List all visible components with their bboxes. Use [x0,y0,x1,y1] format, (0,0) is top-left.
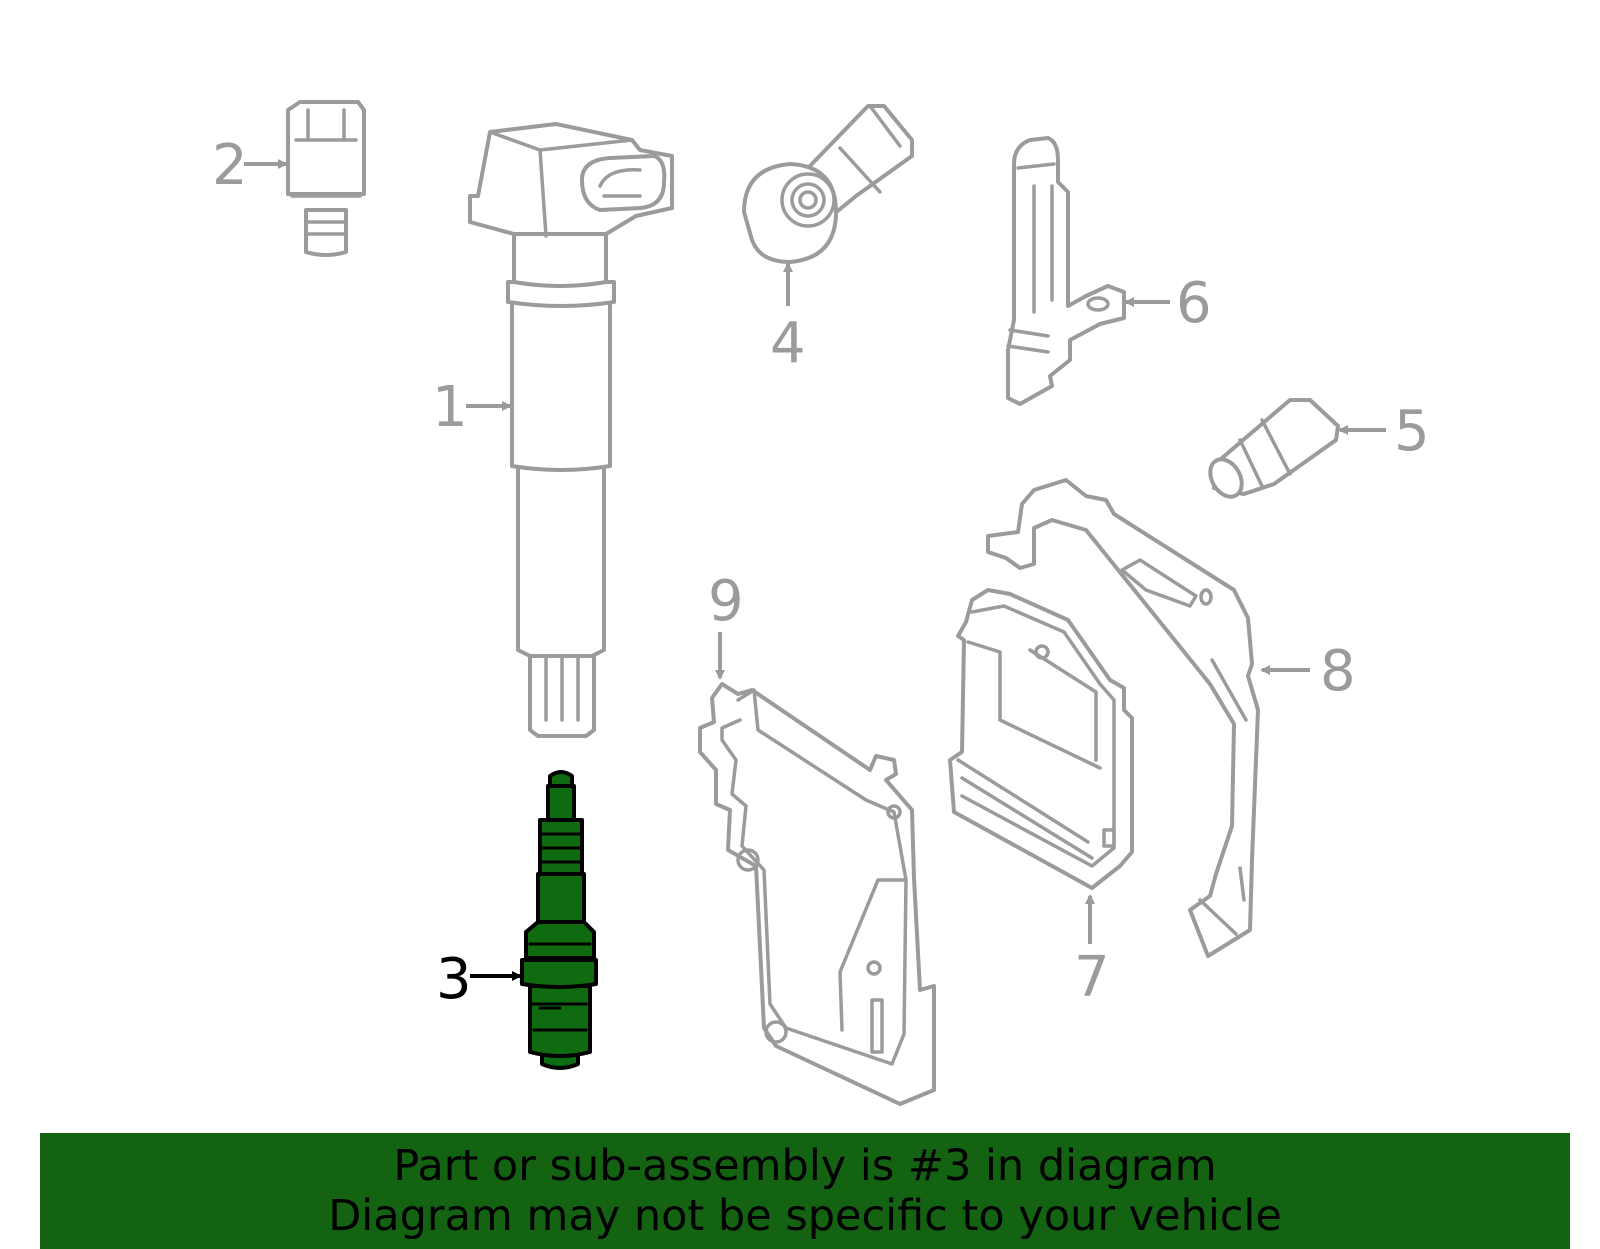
callout-8-number: 8 [1320,639,1356,704]
banner-line-1: Part or sub-assembly is #3 in diagram [393,1141,1217,1191]
callout-4: 4 [770,262,806,376]
part-5-sensor[interactable] [1204,398,1340,502]
part-9-cover-plate[interactable] [698,682,936,1106]
callout-1-number: 1 [432,375,468,440]
part-4-knock-sensor[interactable] [742,104,914,264]
callout-4-number: 4 [770,311,806,376]
banner-line-2: Diagram may not be specific to your vehi… [328,1191,1282,1241]
callout-5-number: 5 [1394,399,1430,464]
part-8-bracket[interactable] [986,478,1260,958]
callout-9: 9 [708,569,744,680]
parts-diagram: 1 2 3 4 5 6 7 8 9 [212,100,1430,1106]
info-banner: Part or sub-assembly is #3 in diagram Di… [40,1133,1570,1249]
callout-3: 3 [436,947,522,1012]
callout-9-number: 9 [708,569,744,634]
callout-6: 6 [1124,271,1212,336]
part-2-sensor[interactable] [286,100,366,257]
callout-2: 2 [212,133,288,198]
callout-8: 8 [1260,639,1356,704]
callout-2-number: 2 [212,133,248,198]
callout-5: 5 [1338,399,1430,464]
part-3-spark-plug[interactable] [520,770,598,1070]
callout-7: 7 [1074,894,1110,1010]
part-7-control-module[interactable] [948,588,1134,890]
callout-3-number: 3 [436,947,472,1012]
callout-6-number: 6 [1176,271,1212,336]
callout-1: 1 [432,375,512,440]
part-1-ignition-coil[interactable] [468,122,674,738]
callout-7-number: 7 [1074,945,1110,1010]
part-6-position-sensor[interactable] [1006,136,1126,406]
